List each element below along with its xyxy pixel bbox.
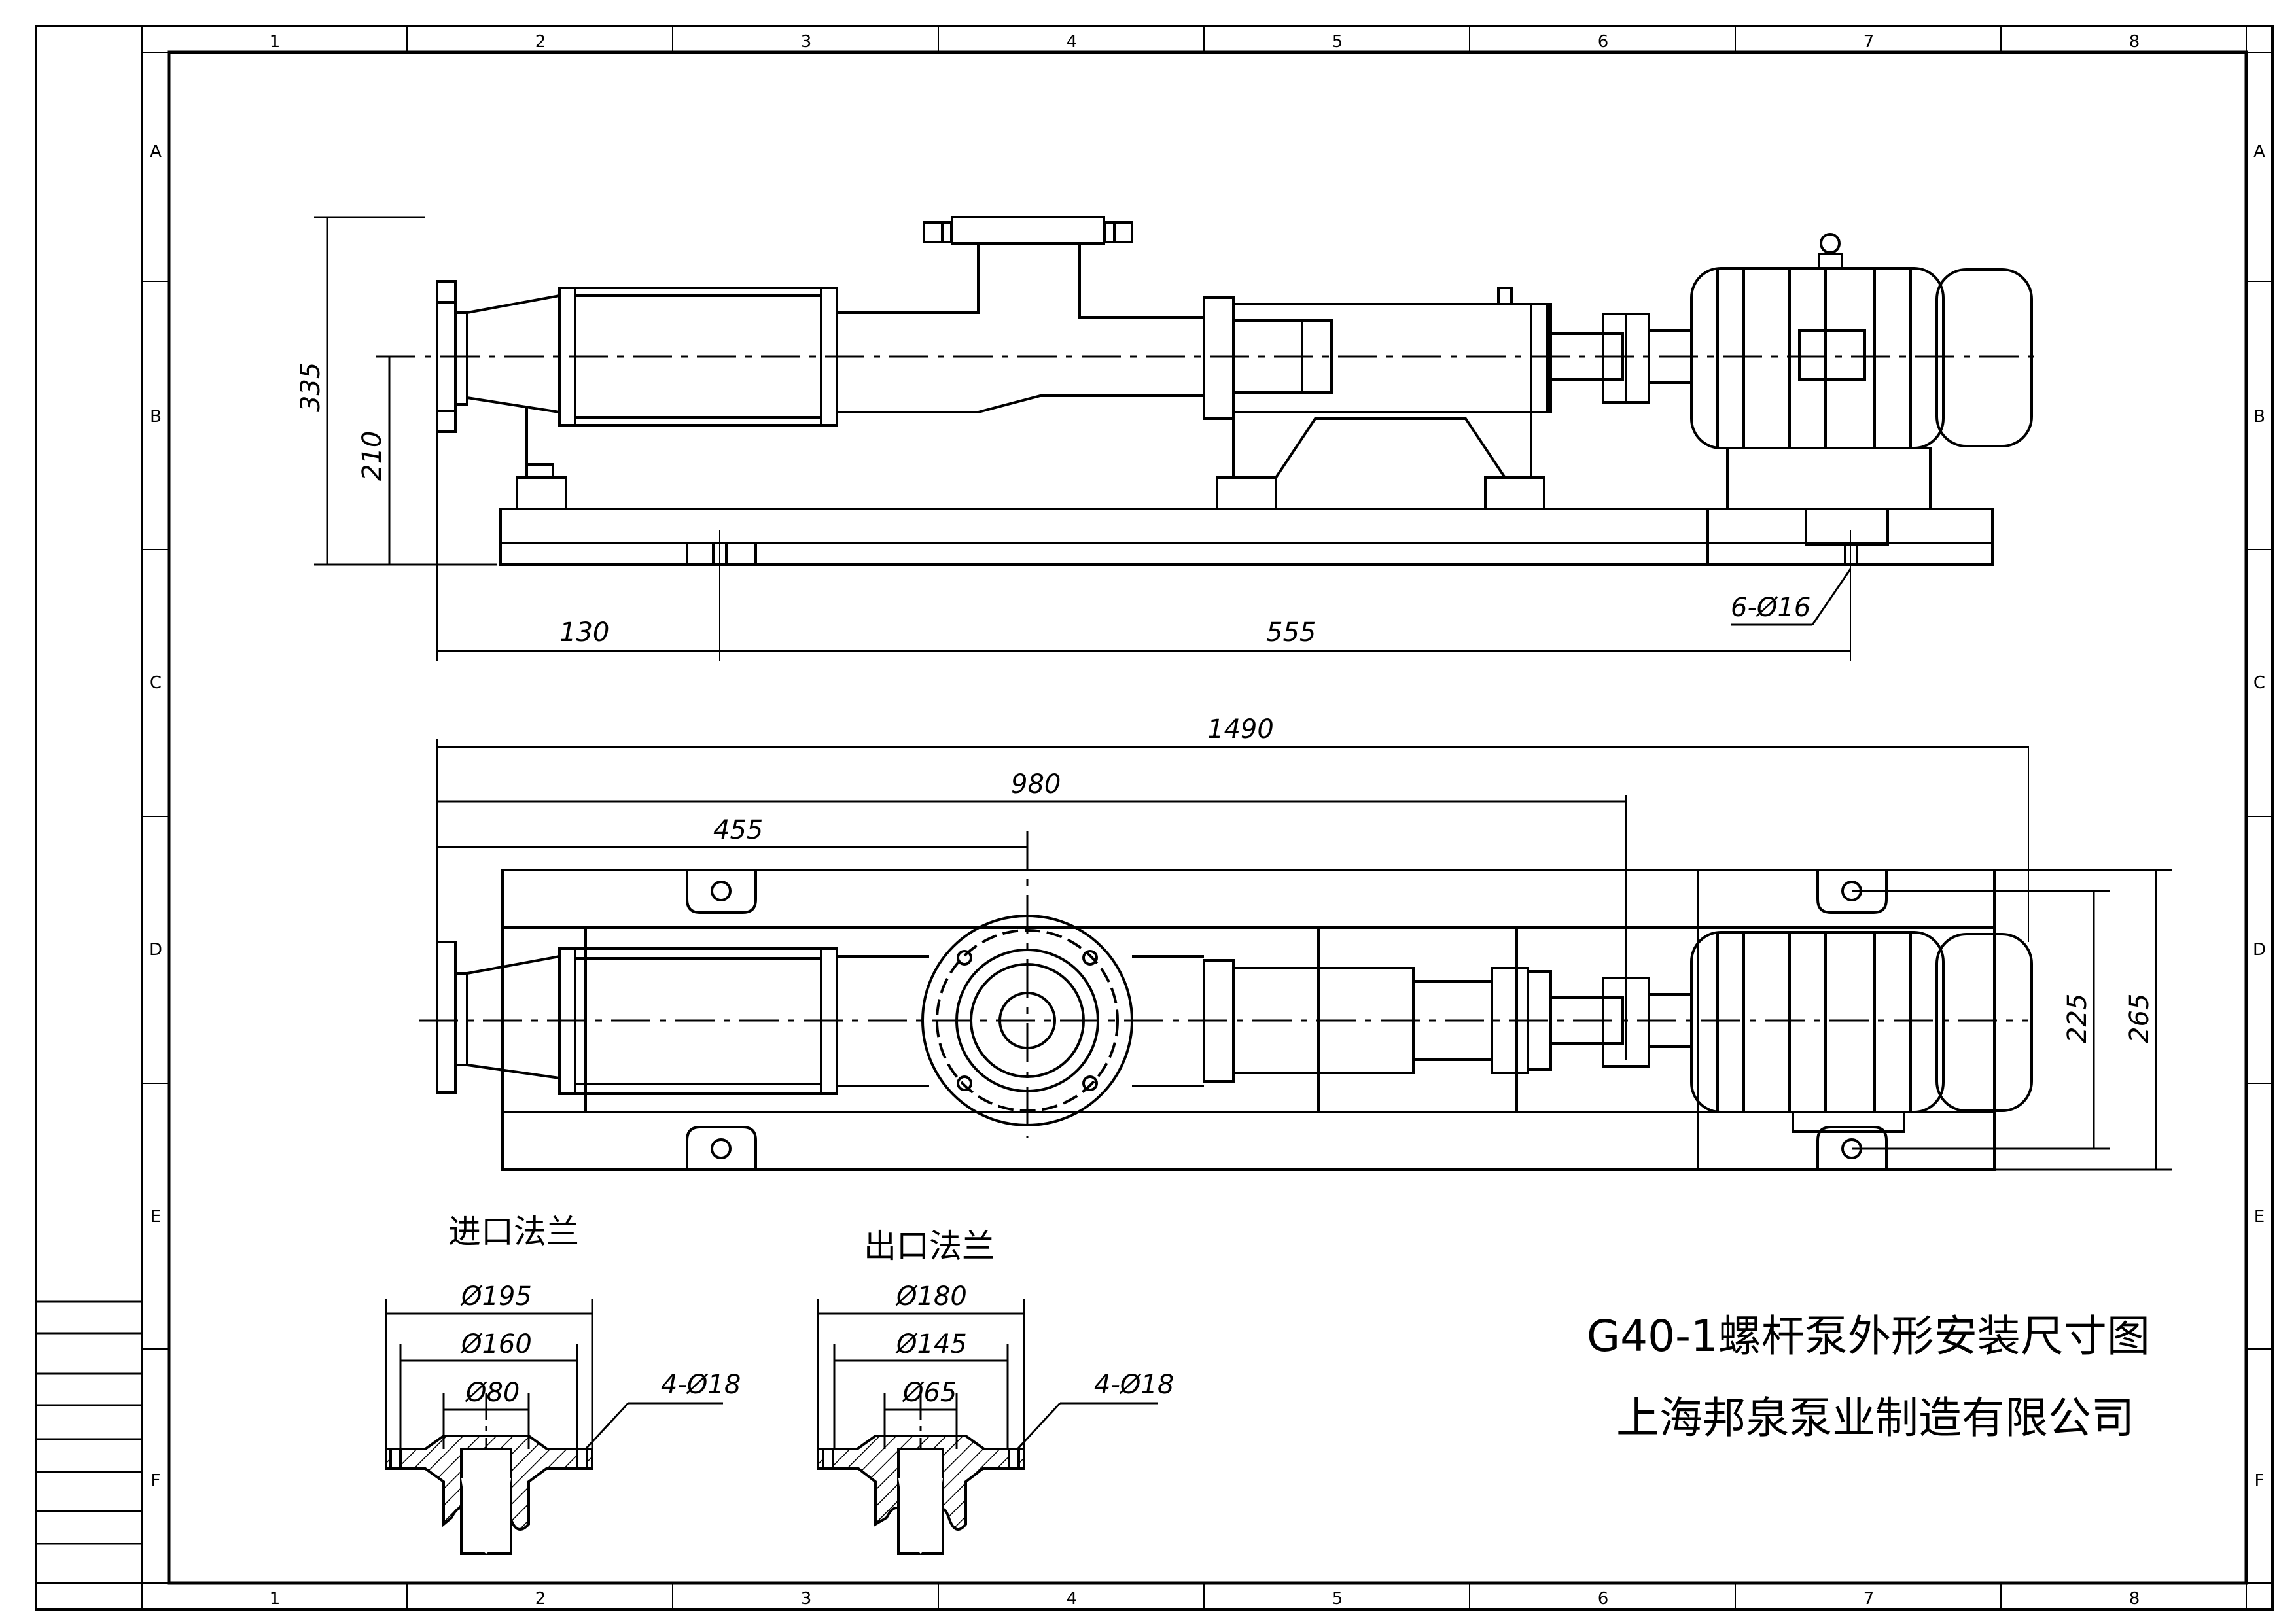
dim-to-outlet: 455 [713,815,763,845]
outlet-flange-detail: 出口法兰 Ø180 Ø145 Ø65 4-Ø18 [817,1227,1174,1557]
dim-overall-length: 1490 [1207,714,1274,744]
inlet-flange-detail: 进口法兰 Ø195 Ø160 Ø80 4-Ø18 [385,1213,741,1557]
col-label: 6 [1598,32,1609,52]
side-view-dimensions [314,216,1850,652]
side-view-dimension-text: 335 210 130 555 6-Ø16 [296,362,1810,648]
dim-bolt-width: 225 [2062,994,2093,1043]
drawing-title-line1: G40-1螺杆泵外形安装尺寸图 [1587,1311,2150,1361]
col-label: 1 [270,32,281,52]
outlet-bore: Ø65 [902,1378,957,1408]
outlet-holes: 4-Ø18 [1094,1370,1174,1400]
dim-to-coupling: 980 [1011,769,1061,799]
col-label: 8 [2129,32,2140,52]
outlet-flange-label: 出口法兰 [864,1227,995,1265]
col-label: 5 [1332,32,1343,52]
row-label: B [150,407,162,427]
dim-bolt-holes: 6-Ø16 [1731,593,1810,623]
drawing-title-line2: 上海邦泉泵业制造有限公司 [1616,1393,2134,1443]
side-view [376,216,2035,661]
row-label: C [150,673,162,693]
row-label: D [2253,940,2266,960]
inlet-flange-label: 进口法兰 [448,1213,579,1251]
col-label: 8 [2129,1589,2140,1609]
row-label: C [2253,673,2265,693]
col-label: 2 [535,32,546,52]
inlet-bolt-circle: Ø160 [460,1329,532,1359]
row-label: A [150,142,162,162]
dim-base-width: 265 [2125,994,2155,1043]
row-label: F [2255,1471,2265,1491]
top-view-dimensions [437,746,2172,1171]
row-label: B [2253,407,2265,427]
leader-line [1731,568,1852,626]
row-label: E [2254,1207,2265,1227]
col-label: 1 [270,1589,281,1609]
dim-height-total: 335 [296,362,326,412]
top-view-dimension-text: 1490 980 455 225 265 [713,714,2155,1043]
inlet-outer-dia: Ø195 [460,1282,532,1312]
row-label: D [149,940,162,960]
dim-centerline-height: 210 [357,431,387,481]
col-label: 4 [1067,1589,1078,1609]
outlet-bolt-circle: Ø145 [895,1329,967,1359]
outlet-outer-dia: Ø180 [895,1282,967,1312]
row-label: A [2253,142,2265,162]
inlet-holes: 4-Ø18 [661,1370,741,1400]
top-view [419,739,2033,1171]
col-label: 4 [1067,32,1078,52]
inlet-bore: Ø80 [465,1378,520,1408]
col-label: 2 [535,1589,546,1609]
row-label: F [151,1471,161,1491]
col-label: 3 [801,32,812,52]
drawing-frame [35,25,2274,1611]
col-label: 7 [1863,1589,1875,1609]
drawing-title: G40-1螺杆泵外形安装尺寸图 上海邦泉泵业制造有限公司 [1587,1311,2150,1443]
col-label: 7 [1863,32,1875,52]
col-label: 3 [801,1589,812,1609]
col-label: 6 [1598,1589,1609,1609]
dim-bolt-spacing: 555 [1266,618,1316,648]
dim-inlet-to-bolt: 130 [559,618,609,648]
row-label: E [150,1207,161,1227]
grid-labels: 1 2 3 4 5 6 7 8 1 2 3 4 5 6 7 8 A B C D … [149,32,2266,1609]
col-label: 5 [1332,1589,1343,1609]
